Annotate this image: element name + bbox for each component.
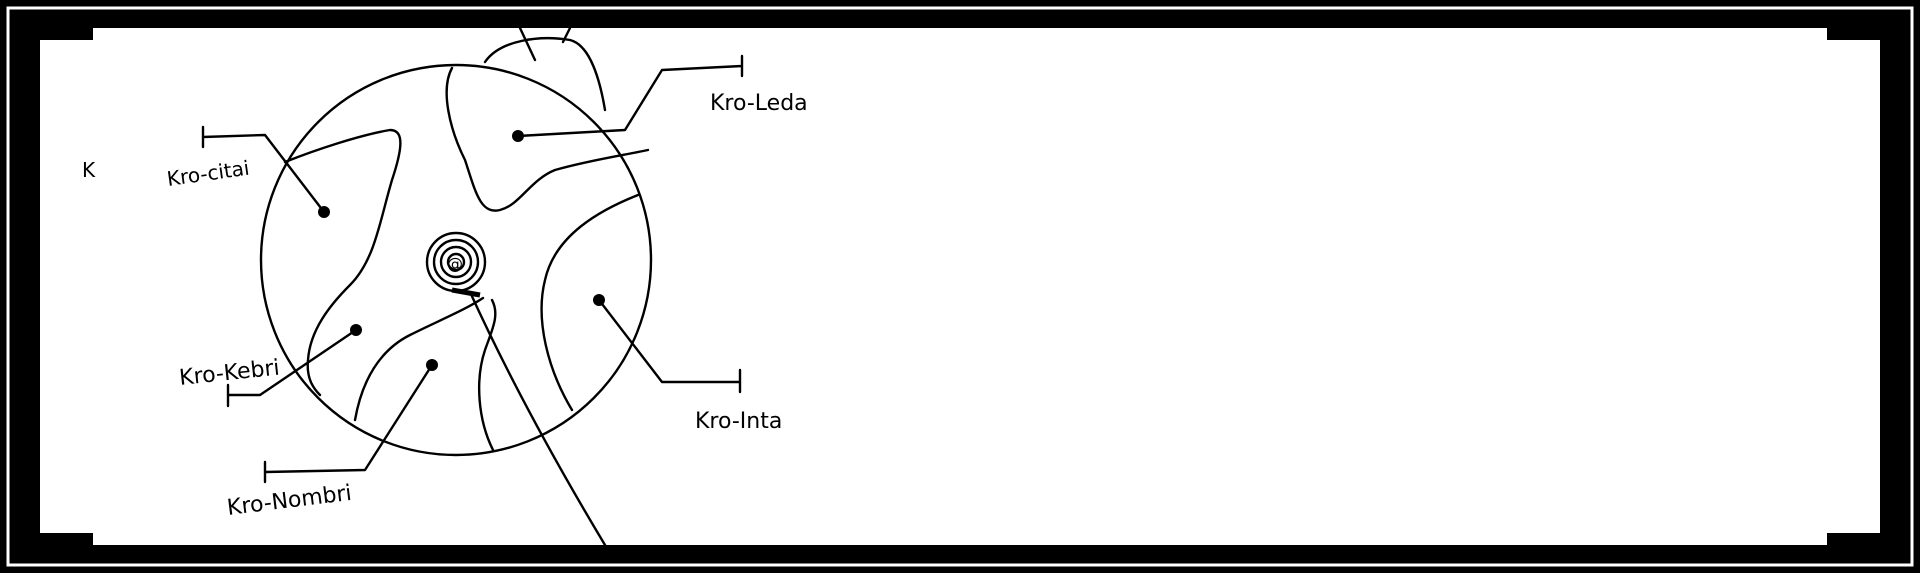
stray-mark: K [82,158,96,182]
center-spiral: @ [425,231,487,298]
drawing-area [40,28,1880,545]
center-symbol: @ [447,254,463,273]
leader-kro-kebri [226,328,358,408]
leader-kro-inta [597,298,742,394]
leader-kro-leda [516,54,744,138]
leader-kro-nombri [263,363,434,484]
top-bump-outline [483,37,607,112]
top-bump-tick-2 [561,26,572,44]
region-kro-leda-boundary [445,66,650,212]
top-bump-tick-1 [518,26,537,62]
main-circle [259,63,653,457]
region-kro-citai-boundary [283,128,402,397]
exit-line [468,290,607,547]
region-kro-nombri-boundary [353,296,485,422]
leader-kro-citai [201,125,326,214]
region-lower-boundary [477,298,497,452]
frame-line [6,6,1914,567]
region-kro-inta-boundary [540,193,640,412]
label-kro-leda: Kro-Leda [710,91,808,116]
label-kro-inta: Kro-Inta [695,409,782,434]
